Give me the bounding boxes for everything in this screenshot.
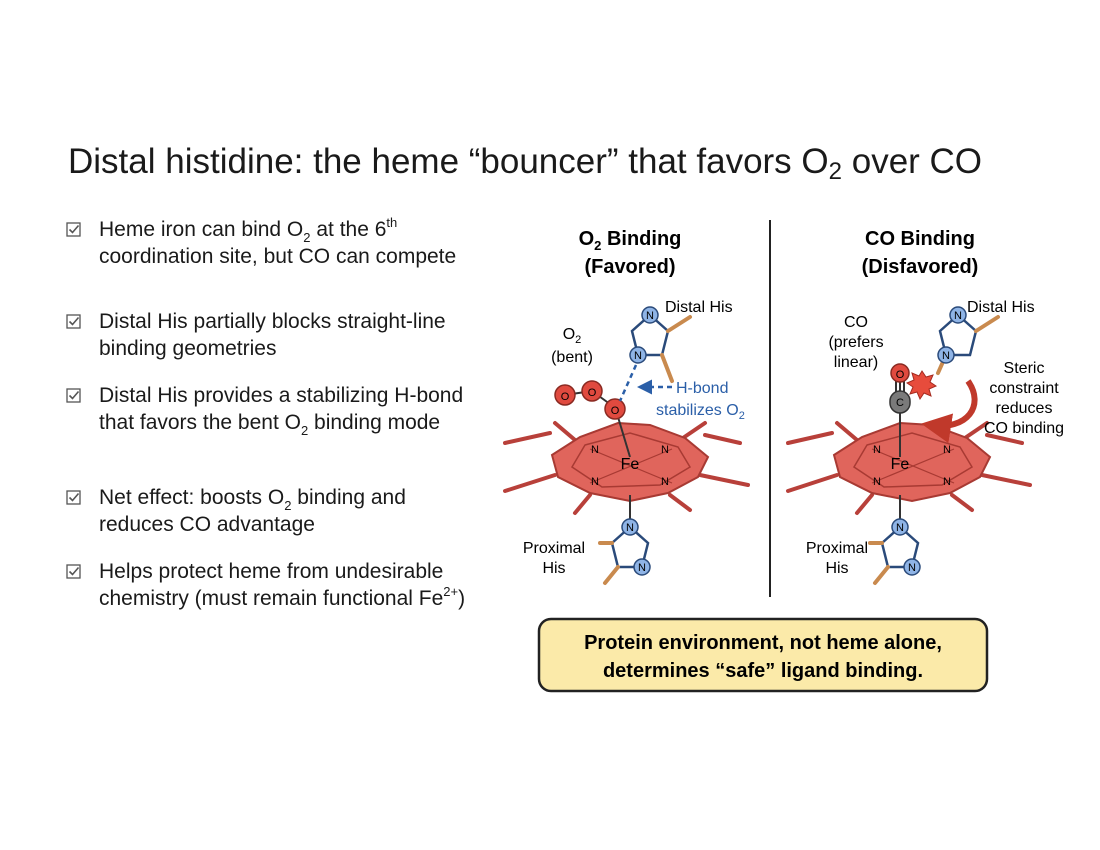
co-ligand-label-1: CO xyxy=(844,314,868,331)
checkbox-checked-icon xyxy=(66,222,81,237)
distal-his-label-left: Distal His xyxy=(665,299,733,316)
bullet-text-part: Distal His provides a stabilizing H-bond… xyxy=(99,384,464,434)
distal-histidine-right: N N xyxy=(936,306,1000,375)
co-ligand-label-2: (prefers xyxy=(828,334,883,351)
co-ligand-label-3: linear) xyxy=(834,354,878,371)
heme-n-label: N xyxy=(943,444,951,456)
o2-ligand-label: O2 xyxy=(563,326,582,346)
steric-label-1: Steric xyxy=(1004,360,1045,377)
oxygen-atom-label: O xyxy=(561,391,570,403)
heme-n-label: N xyxy=(943,476,951,488)
bullet-text-part: Net effect: boosts O xyxy=(99,486,285,509)
oxygen-atom-label: O xyxy=(896,369,905,381)
heme-n-label: N xyxy=(591,476,599,488)
heme-n-label: N xyxy=(873,476,881,488)
bullet-text: Helps protect heme from undesirable chem… xyxy=(66,558,476,612)
heme-porphyrin-left: Fe N N N N xyxy=(503,421,750,515)
steric-label-2: constraint xyxy=(989,380,1059,397)
title-subscript: 2 xyxy=(828,158,842,185)
steric-arrow-icon xyxy=(921,379,978,444)
bullet-text: Distal His provides a stabilizing H-bond… xyxy=(66,382,476,438)
nitrogen-atom-label: N xyxy=(896,522,904,534)
distal-histidine-left: N N xyxy=(629,306,692,383)
heme-n-label: N xyxy=(661,476,669,488)
carbon-atom-label: C xyxy=(896,397,904,409)
nitrogen-atom-label: N xyxy=(954,310,962,322)
bullet-item: Helps protect heme from undesirable chem… xyxy=(66,558,476,612)
proximal-his-label-right-2: His xyxy=(825,560,848,577)
title-main: Distal histidine: the heme “bouncer” tha… xyxy=(68,142,829,181)
bullet-item: Net effect: boosts O2 binding and reduce… xyxy=(66,484,476,538)
heme-n-label: N xyxy=(873,444,881,456)
bullet-text-part: 2+ xyxy=(443,584,459,599)
proximal-histidine-right: N N xyxy=(868,518,921,585)
bullet-text-part: 2 xyxy=(303,230,311,245)
o2-binding-panel: O2 Binding (Favored) Fe xyxy=(503,228,750,585)
co-binding-panel: CO Binding (Disfavored) Fe xyxy=(786,228,1064,585)
checkbox-checked-icon xyxy=(66,490,81,505)
conclusion-callout: Protein environment, not heme alone, det… xyxy=(537,617,989,693)
o2-ligand-state: (bent) xyxy=(551,349,593,366)
checkbox-checked-icon xyxy=(66,314,81,329)
nitrogen-atom-label: N xyxy=(638,562,646,574)
heme-n-label: N xyxy=(591,444,599,456)
title-tail: over CO xyxy=(842,142,983,181)
bullet-item: Distal His provides a stabilizing H-bond… xyxy=(66,382,476,438)
distal-his-label-right: Distal His xyxy=(967,299,1035,316)
oxygen-atom-label: O xyxy=(588,387,597,399)
bullet-text: Distal His partially blocks straight-lin… xyxy=(66,308,476,362)
steric-label-3: reduces xyxy=(996,400,1053,417)
steric-label-4: CO binding xyxy=(984,420,1064,437)
callout-line-2: determines “safe” ligand binding. xyxy=(603,660,923,682)
bullet-text: Heme iron can bind O2 at the 6th coordin… xyxy=(66,216,476,270)
proximal-his-label-left-2: His xyxy=(542,560,565,577)
nitrogen-atom-label: N xyxy=(908,562,916,574)
checkbox-checked-icon xyxy=(66,388,81,403)
bullet-text: Net effect: boosts O2 binding and reduce… xyxy=(66,484,476,538)
slide-title: Distal histidine: the heme “bouncer” tha… xyxy=(68,140,982,184)
oxygen-atom-label: O xyxy=(611,405,620,417)
bullet-text-part: coordination site, but CO can compete xyxy=(99,245,457,268)
bullet-item: Distal His partially blocks straight-lin… xyxy=(66,308,476,362)
bullet-text-part: Distal His partially blocks straight-lin… xyxy=(99,310,446,360)
fe-label-right: Fe xyxy=(891,456,910,473)
bullet-text-part: 2 xyxy=(300,423,309,438)
proximal-histidine-left: N N xyxy=(598,518,651,585)
callout-line-1: Protein environment, not heme alone, xyxy=(584,632,942,654)
bullet-text-part: 2 xyxy=(284,498,292,513)
o2-panel-heading: O2 Binding xyxy=(579,228,682,253)
bullet-text-part: binding mode xyxy=(308,411,441,434)
co-panel-heading: CO Binding xyxy=(865,228,975,250)
bullet-text-part: binding and reduces CO advantage xyxy=(99,486,406,536)
proximal-his-label-left-1: Proximal xyxy=(523,540,585,557)
bullet-text-part: Heme iron can bind O xyxy=(99,218,304,241)
nitrogen-atom-label: N xyxy=(634,350,642,362)
bullet-text-part: Helps protect heme from undesirable chem… xyxy=(99,560,444,610)
nitrogen-atom-label: N xyxy=(942,350,950,362)
h-bond-stabilizes-label: stabilizes O2 xyxy=(656,402,745,422)
steric-clash-icon xyxy=(905,370,938,401)
heme-n-label: N xyxy=(661,444,669,456)
h-bond-line xyxy=(618,364,638,402)
o2-panel-state: (Favored) xyxy=(584,256,675,278)
fe-label-left: Fe xyxy=(621,456,640,473)
proximal-his-label-right-1: Proximal xyxy=(806,540,868,557)
o2-ligand-bent: O O O xyxy=(554,380,626,420)
heme-binding-diagram: O2 Binding (Favored) Fe xyxy=(503,220,1064,693)
bullet-item: Heme iron can bind O2 at the 6th coordin… xyxy=(66,216,476,270)
nitrogen-atom-label: N xyxy=(646,310,654,322)
bullet-text-part: at the 6 xyxy=(310,218,387,241)
h-bond-label: H-bond xyxy=(676,380,728,397)
bullet-text-part: th xyxy=(386,215,398,230)
checkbox-checked-icon xyxy=(66,564,81,579)
nitrogen-atom-label: N xyxy=(626,522,634,534)
co-panel-state: (Disfavored) xyxy=(862,256,979,278)
bullet-text-part: ) xyxy=(458,587,466,610)
co-ligand-linear: O C xyxy=(889,363,911,457)
